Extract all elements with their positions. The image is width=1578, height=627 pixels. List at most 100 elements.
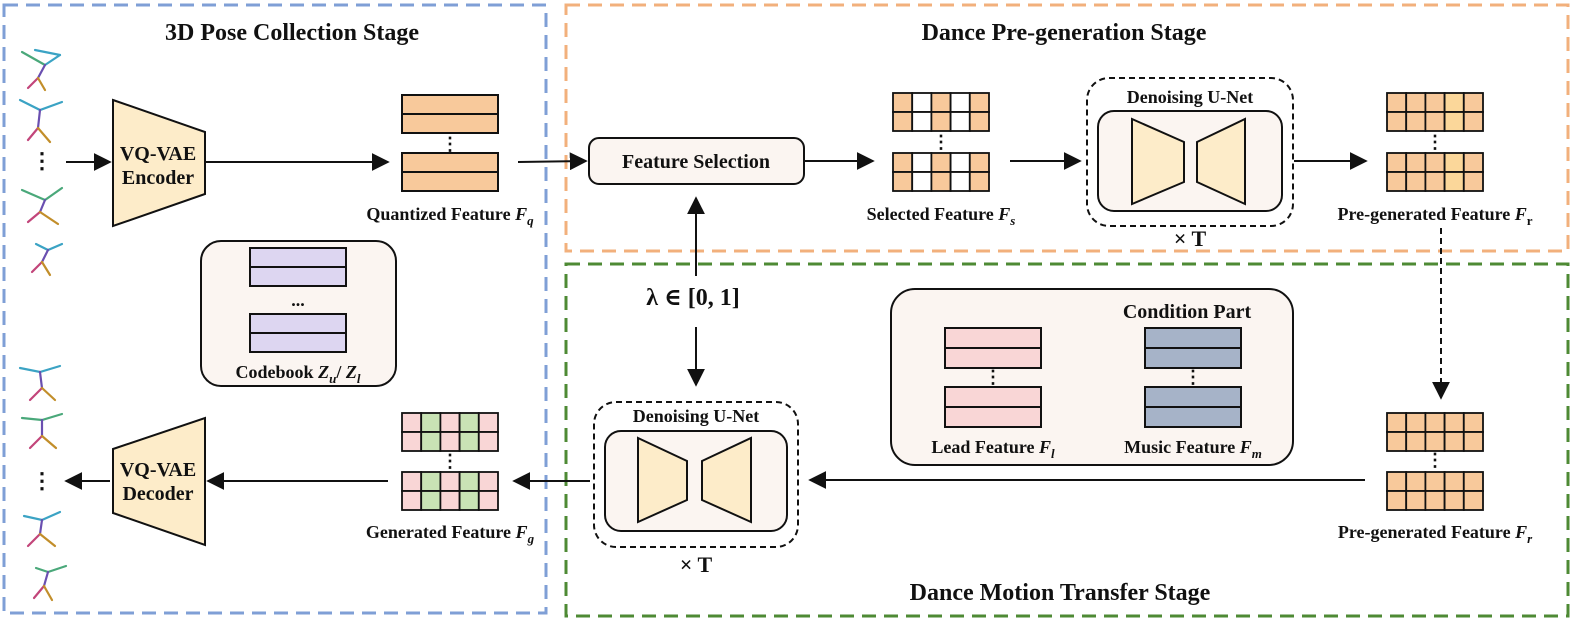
unet-bottom-encoder-trapezoid <box>637 436 688 524</box>
feature-cell <box>949 111 971 132</box>
generated-feature-grid <box>401 412 499 511</box>
codebook-ellipsis: ... <box>291 290 305 310</box>
unet-top-inner <box>1097 110 1283 212</box>
skeleton-figure <box>20 186 64 226</box>
feature-cell <box>1386 412 1408 433</box>
feature-cell <box>420 412 442 433</box>
lead-feature-ellipsis: ⋮ <box>984 367 1002 387</box>
quantized-feature-ellipsis: ⋮ <box>441 134 459 154</box>
feature-cell <box>1386 431 1408 452</box>
feature-cell <box>439 412 461 433</box>
feature-cell <box>892 92 914 113</box>
feature-cell <box>477 490 499 511</box>
feature-cell <box>1443 471 1465 492</box>
selected-feature-label: Selected Feature Fs <box>867 204 1016 228</box>
output-pose-skeletons <box>18 364 68 602</box>
unet-top-title: Denoising U-Net <box>1127 87 1254 107</box>
motion-transfer-stage-title: Dance Motion Transfer Stage <box>910 580 1211 606</box>
skeleton-figure <box>22 510 62 548</box>
feature-cell <box>401 490 423 511</box>
feature-cell <box>1405 471 1427 492</box>
feature-cell <box>892 111 914 132</box>
condition-part-title: Condition Part <box>1123 301 1252 323</box>
vqvae-decoder-label-line2: Decoder <box>122 483 193 505</box>
feature-cell <box>1405 490 1427 511</box>
codebook-label: Codebook Zu/ Zl <box>236 362 361 386</box>
feature-cell <box>968 171 990 192</box>
feature-cell <box>1462 92 1484 113</box>
feature-cell <box>1386 92 1408 113</box>
selected-feature-grid <box>892 92 990 192</box>
feature-cell <box>420 431 442 452</box>
lead-feature-stack <box>944 327 1042 428</box>
feature-cell <box>1462 471 1484 492</box>
unet-bottom-decoder-trapezoid <box>701 436 752 524</box>
feature-cell <box>1405 92 1427 113</box>
feature-cell <box>968 111 990 132</box>
skeleton-figure <box>20 412 64 450</box>
feature-cell <box>439 471 461 492</box>
feature-cell <box>458 490 480 511</box>
pregenerated-feature-top-label: Pre-generated Feature Fr <box>1337 204 1532 228</box>
feature-cell <box>1424 471 1446 492</box>
skeleton-figure <box>18 364 62 402</box>
feature-cell <box>439 431 461 452</box>
feature-cell <box>458 471 480 492</box>
feature-selection-label: Feature Selection <box>622 151 770 173</box>
feature-cell <box>892 171 914 192</box>
skeleton-figure <box>18 98 64 144</box>
feature-cell <box>1424 92 1446 113</box>
feature-cell <box>949 152 971 173</box>
unet-top-outer <box>1086 77 1294 227</box>
pregeneration-stage-title: Dance Pre-generation Stage <box>922 20 1207 46</box>
feature-cell <box>477 412 499 433</box>
feature-cell <box>1405 111 1427 132</box>
pregenerated-feature-bottom-grid <box>1386 412 1484 511</box>
lead-feature-label: Lead Feature Fl <box>931 437 1055 461</box>
music-feature-stack <box>1144 327 1242 428</box>
feature-cell <box>949 171 971 192</box>
vqvae-encoder-block <box>112 98 206 228</box>
pregenerated-feature-bottom-ellipsis: ⋮ <box>1426 450 1444 470</box>
vqvae-decoder-block <box>112 416 206 547</box>
feature-cell <box>911 171 933 192</box>
vqvae-encoder-label-line1: VQ-VAE <box>120 143 196 165</box>
unet-top-times-t: × T <box>1174 226 1207 251</box>
quantized-feature-stack <box>401 94 499 192</box>
input-pose-skeletons <box>18 48 64 277</box>
unet-bottom-times-t: × T <box>680 552 713 577</box>
unet-bottom-outer <box>593 401 799 548</box>
generated-feature-ellipsis: ⋮ <box>441 451 459 471</box>
feature-cell <box>477 431 499 452</box>
feature-cell <box>1443 92 1465 113</box>
feature-cell <box>1424 490 1446 511</box>
feature-cell <box>930 152 952 173</box>
feature-cell <box>949 92 971 113</box>
feature-cell <box>1424 152 1446 173</box>
feature-cell <box>1405 171 1427 192</box>
feature-cell <box>439 490 461 511</box>
motion-transfer-stage-border <box>564 262 1570 618</box>
pregenerated-feature-bottom-label: Pre-generated Feature Fr <box>1338 522 1533 546</box>
feature-cell <box>420 490 442 511</box>
feature-cell <box>1386 490 1408 511</box>
quantized-feature-label: Quantized Feature Fq <box>366 204 534 228</box>
music-feature-label: Music Feature Fm <box>1124 437 1262 461</box>
generated-feature-label: Generated Feature Fg <box>366 522 535 546</box>
feature-cell <box>1462 171 1484 192</box>
feature-cell <box>911 152 933 173</box>
pregenerated-feature-top-grid <box>1386 92 1484 192</box>
feature-cell <box>1424 412 1446 433</box>
feature-cell <box>1462 412 1484 433</box>
feature-cell <box>911 92 933 113</box>
unet-bottom-title: Denoising U-Net <box>633 406 760 426</box>
feature-cell <box>1443 490 1465 511</box>
feature-cell <box>1386 171 1408 192</box>
unet-bottom-inner <box>604 430 788 532</box>
skeleton-figure <box>32 564 68 602</box>
feature-cell <box>420 471 442 492</box>
feature-cell <box>1424 431 1446 452</box>
codebook-entries <box>249 247 347 353</box>
skeleton-ellipsis-top: ⋮ <box>31 148 53 173</box>
vqvae-encoder-label-line2: Encoder <box>122 167 194 189</box>
